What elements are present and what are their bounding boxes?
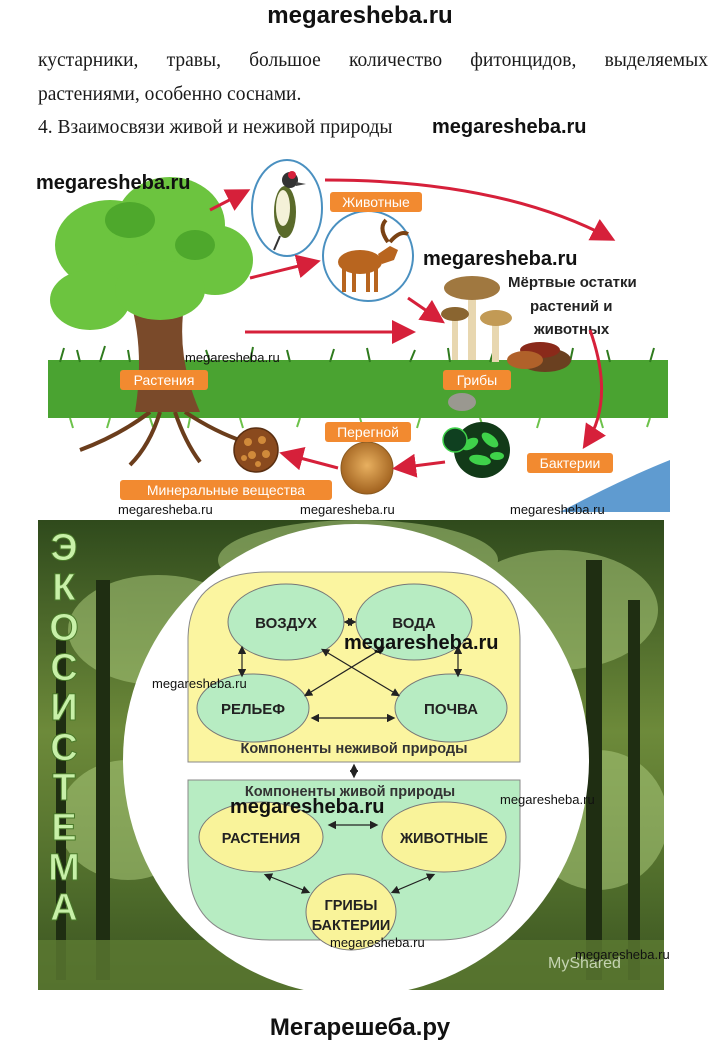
label-animals-text: Животные: [342, 194, 410, 210]
site-watermark-small: megaresheba.ru: [500, 792, 595, 807]
label-minerals: Минеральные вещества: [120, 480, 332, 500]
vertical-title-letter: С: [50, 727, 77, 769]
vertical-title-letter: Е: [51, 807, 76, 849]
nonliving-arrows: [237, 617, 463, 723]
vertical-title-letter: И: [50, 687, 77, 729]
relief-ellipse: [196, 673, 310, 743]
label-remains-line-2: растений и: [530, 298, 612, 315]
living-caption: Компоненты живой природы: [245, 784, 455, 800]
label-fungi-text: Грибы: [457, 372, 497, 388]
minerals-circle: [233, 427, 279, 473]
text-line-2: растениями, особенно соснами.: [38, 84, 302, 105]
fungi-label: ГРИБЫ: [325, 898, 378, 914]
vertical-title-letter: А: [50, 887, 77, 929]
vertical-title-letter: М: [48, 847, 80, 889]
animals-label: ЖИВОТНЫЕ: [399, 831, 488, 847]
site-watermark-small: megaresheba.ru: [152, 676, 247, 691]
text-line-1: кустарники, травы, большое количество фи…: [38, 50, 708, 71]
moose-icon: [338, 218, 409, 292]
fungi-bacteria-ellipse: [305, 873, 397, 951]
label-minerals-text: Минеральные вещества: [147, 482, 305, 498]
label-plants-text: Растения: [134, 372, 195, 388]
label-fungi: Грибы: [443, 370, 511, 390]
vertical-title-letter: О: [49, 607, 79, 649]
site-watermark: megaresheba.ru: [423, 248, 578, 270]
site-watermark: megaresheba.ru: [432, 116, 587, 138]
plants-ellipse: [198, 801, 324, 873]
cycle-arrows: [209, 178, 616, 478]
soil-label: ПОЧВА: [424, 701, 478, 718]
air-label: ВОЗДУХ: [255, 615, 317, 632]
tree-crown: [50, 177, 253, 330]
label-humus: Перегной: [325, 422, 411, 442]
site-watermark-small: megaresheba.ru: [330, 935, 425, 950]
bacteria-circle: [454, 422, 510, 478]
site-watermark-small: megaresheba.ru: [185, 350, 280, 365]
ecosystem-figure: ВОЗДУХ ВОДА РЕЛЬЕФ ПОЧВА Компоненты нежи…: [38, 520, 668, 996]
site-watermark-small: megaresheba.ru: [510, 502, 605, 517]
nonliving-caption: Компоненты неживой природы: [241, 741, 468, 757]
label-bacteria: Бактерии: [527, 453, 613, 473]
site-watermark: megaresheba.ru: [230, 796, 385, 818]
tree-trunks: [56, 560, 640, 980]
plants-label: РАСТЕНИЯ: [222, 831, 300, 847]
bacteria-label: БАКТЕРИИ: [312, 918, 391, 934]
vertical-title-letter: К: [52, 567, 76, 609]
mushrooms-icon: [441, 276, 571, 411]
label-animals: Животные: [330, 192, 422, 212]
label-remains-line-3: животных: [533, 321, 610, 338]
site-watermark: megaresheba.ru: [344, 632, 499, 654]
tree-roots: [79, 410, 246, 467]
myshared-logo: MyShared: [548, 955, 621, 972]
vertical-title-letter: Э: [50, 527, 77, 569]
site-watermark-small: megaresheba.ru: [300, 502, 395, 517]
vertical-title-letter: С: [50, 647, 77, 689]
woodpecker-icon: [273, 171, 306, 251]
water-label: ВОДА: [392, 615, 436, 632]
label-remains-line-1: Мёртвые остатки: [508, 274, 637, 291]
relief-label: РЕЛЬЕФ: [221, 701, 285, 718]
bacteria-icon: [461, 432, 504, 466]
vertical-title-letter: Т: [52, 767, 75, 809]
site-watermark-small: megaresheba.ru: [575, 947, 670, 962]
label-bacteria-text: Бактерии: [540, 455, 601, 471]
site-watermark-small: megaresheba.ru: [118, 502, 213, 517]
nature-cycle-figure: Животные Растения Грибы Мёртвые остатки …: [0, 150, 720, 520]
section-heading: 4. Взаимосвязи живой и неживой природы: [38, 117, 393, 138]
animals-ellipse: [381, 801, 507, 873]
label-humus-text: Перегной: [337, 424, 399, 440]
soil-ellipse: [394, 673, 508, 743]
label-plants: Растения: [120, 370, 208, 390]
site-watermark-top: megaresheba.ru: [267, 2, 453, 29]
water-corner: [560, 460, 670, 512]
living-arrows: [263, 820, 436, 894]
site-watermark: megaresheba.ru: [36, 172, 191, 194]
site-footer-title: Мегарешеба.ру: [269, 1014, 451, 1041]
humus-circle: [340, 441, 394, 495]
